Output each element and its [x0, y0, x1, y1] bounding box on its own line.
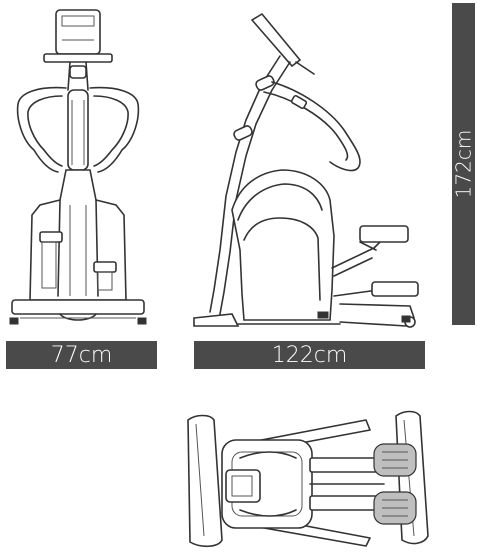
height-value: 172cm	[451, 129, 476, 199]
height-dimension-label: 172cm	[451, 3, 476, 325]
width-dimension-label: 77cm	[6, 341, 157, 369]
length-value: 122cm	[271, 342, 348, 368]
width-value: 77cm	[50, 342, 113, 368]
length-dimension-label: 122cm	[194, 341, 425, 369]
